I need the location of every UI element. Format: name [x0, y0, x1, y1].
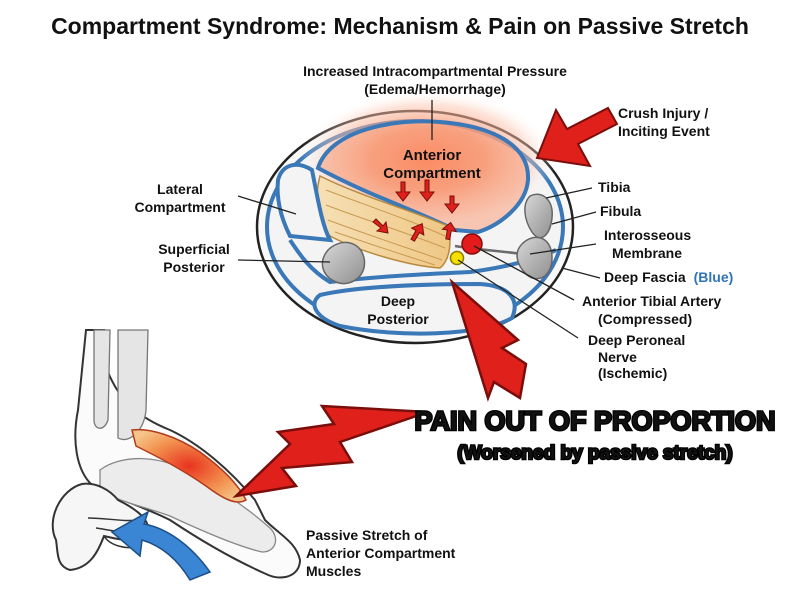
pressure-arrow-icon	[410, 223, 425, 242]
foot-illustration	[51, 329, 302, 579]
page-title: Compartment Syndrome: Mechanism & Pain o…	[51, 13, 749, 39]
interosseous-label-line2: Membrane	[612, 245, 682, 261]
crush-label-line1: Crush Injury /	[618, 105, 708, 121]
fibula-bone	[516, 236, 553, 280]
lateral-compartment	[275, 162, 334, 243]
lateral-label-line2: Compartment	[134, 199, 225, 215]
pressure-arrow-icon	[372, 218, 389, 234]
anterior-tibial-artery	[461, 233, 483, 255]
anterior-compartment	[315, 119, 531, 235]
superficial-bone	[321, 241, 366, 285]
labels: Increased Intracompartmental Pressure (E…	[134, 63, 776, 579]
pressure-arrow-icon	[443, 195, 461, 214]
artery-label-line2: (Compressed)	[598, 311, 692, 327]
pressure-arrow-icon	[394, 181, 412, 202]
deep-fascia-color-note: (Blue)	[694, 269, 734, 285]
nerve-label-line1: Deep Peroneal	[588, 332, 685, 348]
lateral-label-line1: Lateral	[157, 181, 203, 197]
pressure-arrow-icon	[441, 221, 458, 241]
pressure-arrow-icon	[418, 179, 436, 202]
artery-label-line1: Anterior Tibial Artery	[582, 293, 721, 309]
leg-bone-tibia	[117, 329, 149, 441]
deep-fascia-label: Deep Fascia (Blue)	[604, 269, 733, 285]
lightning-bolt-icon	[232, 404, 429, 498]
pain-arrow-icon	[449, 278, 528, 402]
superficial-posterior-divider	[288, 238, 557, 285]
deep-fascia-text: Deep Fascia	[604, 269, 686, 285]
pain-headline: PAIN OUT OF PROPORTION	[414, 406, 775, 436]
deep-label-line1: Deep	[381, 293, 415, 309]
anterior-muscle-foot	[131, 428, 247, 503]
leader-lines	[237, 100, 601, 339]
curved-blue-arrow-icon	[110, 510, 212, 581]
stretch-label-line3: Muscles	[306, 563, 361, 579]
anterior-label-line1: Anterior	[403, 147, 462, 164]
deep-label-line2: Posterior	[367, 311, 429, 327]
superficial-label-line1: Superficial	[158, 241, 230, 257]
pressure-arrows	[372, 179, 461, 242]
superficial-label-line2: Posterior	[163, 259, 225, 275]
interosseous-label-line1: Interosseous	[604, 227, 691, 243]
fibula-label: Fibula	[600, 203, 641, 219]
nerve-label-line2: Nerve	[598, 349, 637, 365]
pressure-label-line1: Increased Intracompartmental Pressure	[303, 63, 567, 79]
crush-label-line2: Inciting Event	[618, 123, 710, 139]
nerve-label-line3: (Ischemic)	[598, 365, 667, 381]
pressure-label-line2: (Edema/Hemorrhage)	[364, 81, 506, 97]
leg-bone-fibula	[93, 329, 111, 429]
tibia-label: Tibia	[598, 179, 631, 195]
stretch-label-line1: Passive Stretch of	[306, 527, 428, 543]
pain-subheadline: (Worsened by passive stretch)	[457, 443, 732, 464]
anterior-label-line2: Compartment	[383, 165, 481, 182]
stretch-label-line2: Anterior Compartment	[306, 545, 456, 561]
crush-arrow-icon	[535, 106, 619, 168]
